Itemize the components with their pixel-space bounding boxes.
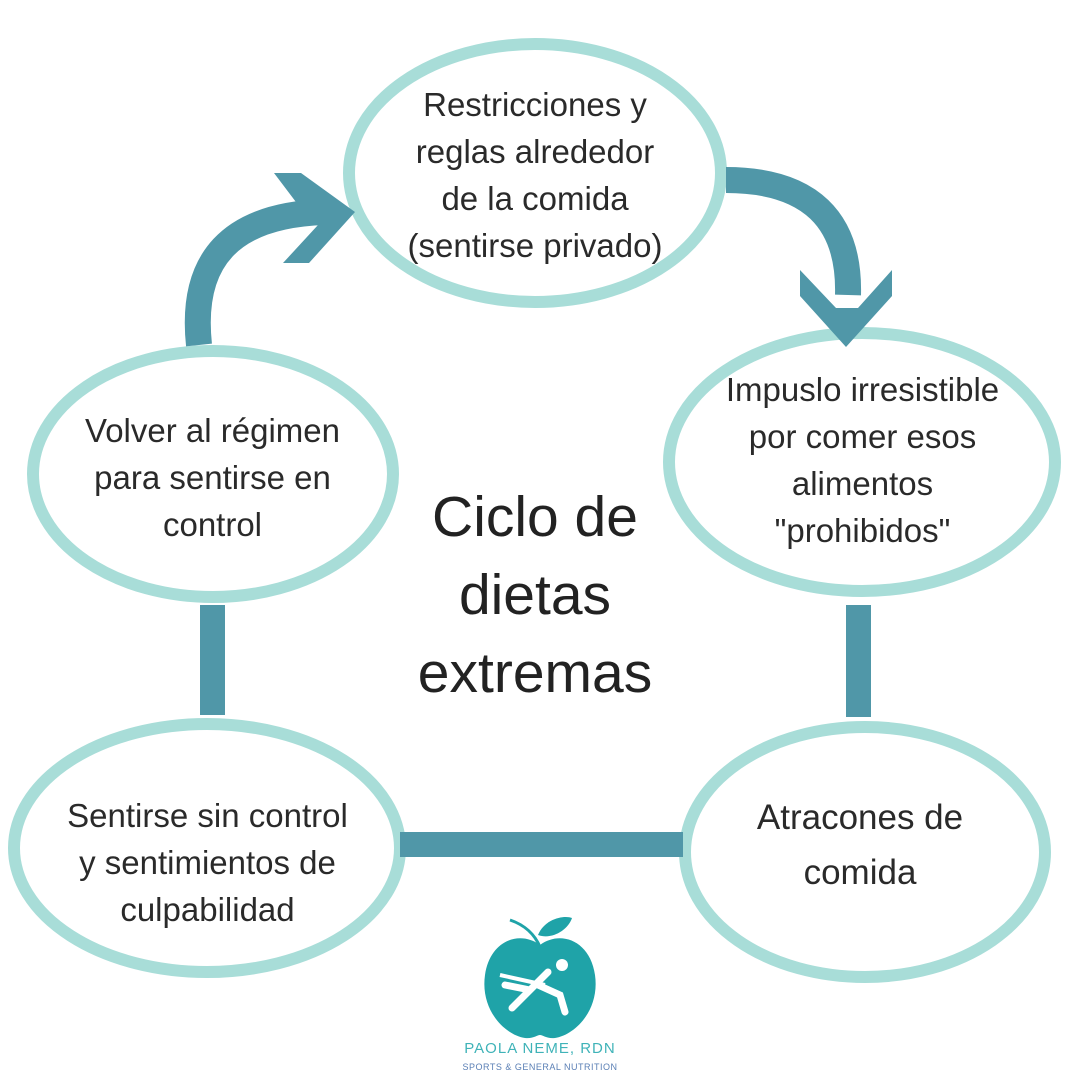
node-ring-volver <box>27 345 399 603</box>
node-ring-impulso <box>663 327 1061 597</box>
connector-left <box>200 605 225 715</box>
logo-apple-icon <box>484 916 596 1039</box>
node-impulso: Impuslo irresistible por comer esos alim… <box>725 371 1000 549</box>
node-sin-control: Sentirse sin control y sentimientos de c… <box>67 797 348 928</box>
connector-right <box>846 605 871 717</box>
arrow-right-curved <box>725 167 892 347</box>
node-ring-restricciones <box>343 38 727 308</box>
logo-tagline: SPORTS & GENERAL NUTRITION <box>462 1062 618 1072</box>
logo-name: PAOLA NEME, RDN <box>464 1040 616 1057</box>
connector-bottom <box>400 832 683 857</box>
node-volver: Volver al régimen para sentirse en contr… <box>85 412 340 543</box>
diagram-title: Ciclo de dietas extremas <box>417 485 653 705</box>
node-ring-atracones <box>679 721 1051 983</box>
arrow-left-curved <box>184 173 355 347</box>
node-atracones: Atracones de comida <box>756 798 964 892</box>
node-restricciones: Restricciones y reglas alrededor de la c… <box>407 86 663 264</box>
